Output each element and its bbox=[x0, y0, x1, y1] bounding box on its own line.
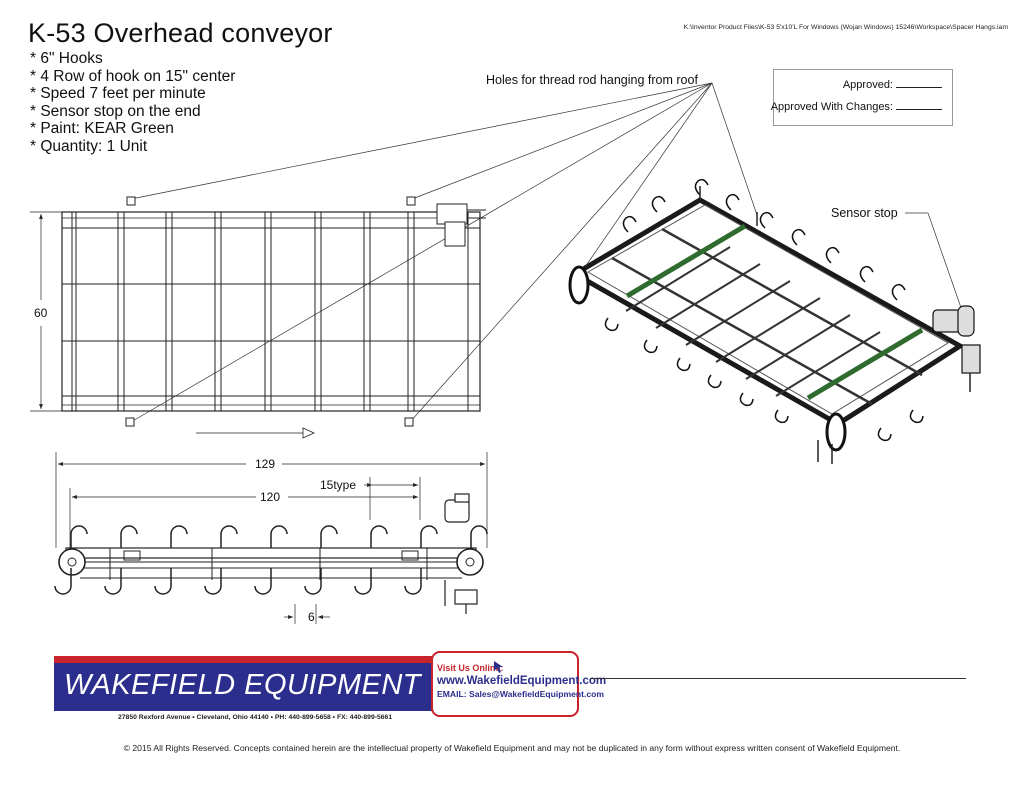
company-logo-text: WAKEFIELD EQUIPMENT bbox=[64, 669, 422, 701]
approved-row: Approved: bbox=[843, 79, 942, 91]
logo-red-band bbox=[54, 656, 432, 663]
spec-item: * 6" Hooks bbox=[30, 50, 103, 67]
holes-callout: Holes for thread rod hanging from roof bbox=[486, 73, 698, 87]
holes-leaders bbox=[130, 82, 967, 423]
footer-rule bbox=[590, 678, 966, 679]
website-link[interactable]: www.WakefieldEquipment.com bbox=[437, 675, 607, 687]
approved-signature-line bbox=[896, 86, 942, 88]
visit-label: Visit Us Online: bbox=[437, 663, 504, 673]
spec-item: * Speed 7 feet per minute bbox=[30, 85, 206, 103]
dimension-hook-label: 6 bbox=[308, 610, 315, 624]
sensor-callout: Sensor stop bbox=[831, 206, 898, 220]
web-contact-box bbox=[431, 651, 579, 717]
spec-list: * 6" Hooks * 4 Row of hook on 15" center… bbox=[30, 50, 235, 156]
spec-item: * Sensor stop on the end bbox=[30, 102, 201, 120]
file-path: K:\Inventor Product Files\K-53 5'x10'L F… bbox=[683, 24, 1008, 31]
approved-changes-row: Approved With Changes: bbox=[771, 101, 942, 113]
cursor-icon bbox=[494, 661, 503, 673]
dimension-width-label: 60 bbox=[34, 306, 48, 320]
dimension-overall-length-label: 129 bbox=[255, 457, 275, 471]
dimension-spacing-label: 15type bbox=[320, 478, 356, 492]
isometric-view bbox=[568, 178, 981, 464]
approval-box: Approved: Approved With Changes: bbox=[771, 69, 953, 126]
approved-changes-signature-line bbox=[896, 108, 942, 110]
width-dimension bbox=[30, 211, 62, 412]
page-title: K-53 Overhead conveyor bbox=[28, 18, 333, 48]
approved-label: Approved: bbox=[842, 79, 893, 91]
company-address: 27850 Rexford Avenue • Cleveland, Ohio 4… bbox=[118, 714, 393, 721]
plan-view bbox=[61, 196, 486, 439]
spec-item: * 4 Row of hook on 15" center bbox=[30, 67, 236, 85]
email-link[interactable]: EMAIL: Sales@WakefieldEquipment.com bbox=[437, 689, 605, 699]
approved-changes-label: Approved With Changes: bbox=[770, 101, 893, 113]
copyright-notice: © 2015 All Rights Reserved. Concepts con… bbox=[123, 743, 901, 753]
side-elevation bbox=[54, 452, 488, 624]
dimension-inner-length-label: 120 bbox=[260, 490, 280, 504]
logo-blue-band bbox=[54, 663, 432, 711]
spec-item: * Paint: KEAR Green bbox=[30, 120, 174, 138]
spec-item: * Quantity: 1 Unit bbox=[30, 137, 148, 155]
